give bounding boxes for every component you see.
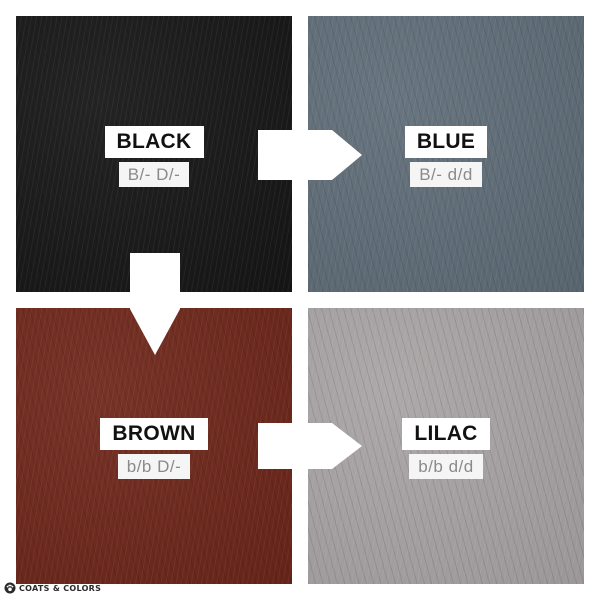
genotype-blue: B/- d/d	[410, 162, 482, 187]
label-group-lilac: LILAC b/b d/d	[308, 418, 584, 479]
paw-icon	[4, 582, 16, 594]
right-arrow-icon	[258, 423, 362, 469]
color-name-black: BLACK	[104, 126, 204, 158]
genotype-brown: b/b D/-	[117, 454, 191, 479]
genotype-black: B/- D/-	[118, 162, 190, 187]
tile-black: BLACK B/- D/-	[16, 16, 292, 292]
tile-blue: BLUE B/- d/d	[308, 16, 584, 292]
color-name-brown: BROWN	[100, 418, 208, 450]
color-name-blue: BLUE	[404, 126, 488, 158]
label-group-brown: BROWN b/b D/-	[16, 418, 292, 479]
right-arrow-icon	[258, 130, 362, 180]
down-arrow-icon	[130, 253, 180, 355]
label-group-black: BLACK B/- D/-	[16, 126, 292, 187]
logo-text: COATS & COLORS	[19, 583, 102, 593]
label-group-blue: BLUE B/- d/d	[308, 126, 584, 187]
tile-brown: BROWN b/b D/-	[16, 308, 292, 584]
color-name-lilac: LILAC	[402, 418, 490, 450]
logo: COATS & COLORS	[4, 582, 101, 594]
genotype-lilac: b/b d/d	[409, 454, 483, 479]
